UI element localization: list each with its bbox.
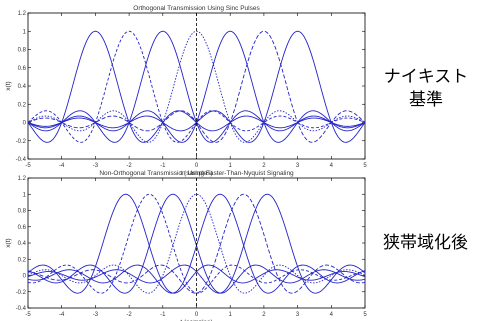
chart2-y-tick-label: 0 <box>23 274 27 280</box>
chart2-x-tick-label: -4 <box>59 312 65 318</box>
chart1-y-tick-label: 0.4 <box>18 84 27 90</box>
chart1-y-tick-label: -0.2 <box>16 139 27 145</box>
chart1-series-line <box>28 30 365 143</box>
chart1-y-tick-label: 0.6 <box>18 66 27 72</box>
chart1-x-tick-label: -1 <box>160 163 166 169</box>
chart2-x-tick-label: 0 <box>195 312 199 318</box>
chart1-y-tick-label: -0.4 <box>16 157 27 163</box>
chart2-x-tick-label: 4 <box>330 312 334 318</box>
chart1-y-axis-label: x(t) <box>5 81 12 90</box>
chart2-x-tick-label: -5 <box>25 312 31 318</box>
chart1-x-tick-label: 1 <box>229 163 233 169</box>
chart1-x-tick-label: 3 <box>296 163 300 169</box>
chart2-series-line <box>28 193 365 294</box>
chart1-x-tick-label: -5 <box>25 163 31 169</box>
chart1-x-tick-label: 5 <box>363 163 367 169</box>
chart2-title: Non-Orthogonal Transmission Using Faster… <box>99 170 294 177</box>
chart2-series-line <box>28 193 365 294</box>
chart1-series-line <box>28 30 365 143</box>
chart2-y-tick-label: 0.6 <box>18 225 27 231</box>
chart1-y-tick-label: 0 <box>23 121 27 127</box>
label-criterion: 基準 <box>409 90 443 110</box>
chart2-y-tick-label: 1.2 <box>18 176 27 182</box>
chart2-y-tick-label: 0.2 <box>18 257 27 263</box>
chart1-x-tick-label: -3 <box>93 163 99 169</box>
label-band-limited: 狭帯域化後 <box>383 233 468 253</box>
chart1-y-tick-label: 1.2 <box>18 11 27 17</box>
label-nyquist: ナイキスト <box>383 67 469 87</box>
chart1-title: Orthogonal Transmission Using Sinc Pulse… <box>133 5 260 12</box>
chart2-x-tick-label: -1 <box>160 312 166 318</box>
chart1-x-tick-label: -2 <box>126 163 132 169</box>
chart2-y-tick-label: -0.2 <box>16 290 27 296</box>
chart1-x-tick-label: -4 <box>59 163 65 169</box>
chart1-y-tick-label: 0.2 <box>18 102 27 108</box>
chart2-y-tick-label: -0.4 <box>16 306 27 312</box>
chart2-x-axis-label: t (samples) <box>180 319 212 321</box>
chart2-x-tick-label: -2 <box>126 312 132 318</box>
chart2-x-tick-label: 2 <box>262 312 266 318</box>
chart2-y-tick-label: 0.8 <box>18 209 27 215</box>
chart1-x-axis-label: t (samples) <box>180 170 212 177</box>
chart1-y-tick-label: 1 <box>23 29 27 35</box>
chart1-x-tick-label: 2 <box>262 163 266 169</box>
chart1-y-tick-label: 0.8 <box>18 48 27 54</box>
chart2-series-line <box>28 193 365 294</box>
chart2-x-tick-label: -3 <box>93 312 99 318</box>
chart1-x-tick-label: 0 <box>195 163 199 169</box>
chart1-series-line <box>28 30 365 143</box>
chart2-x-tick-label: 3 <box>296 312 300 318</box>
chart2-y-tick-label: 1 <box>23 192 27 198</box>
chart2-y-tick-label: 0.4 <box>18 241 27 247</box>
chart1-x-tick-label: 4 <box>330 163 334 169</box>
chart2-x-tick-label: 1 <box>229 312 233 318</box>
chart2-y-axis-label: x(t) <box>5 238 12 247</box>
chart2-x-tick-label: 5 <box>363 312 367 318</box>
